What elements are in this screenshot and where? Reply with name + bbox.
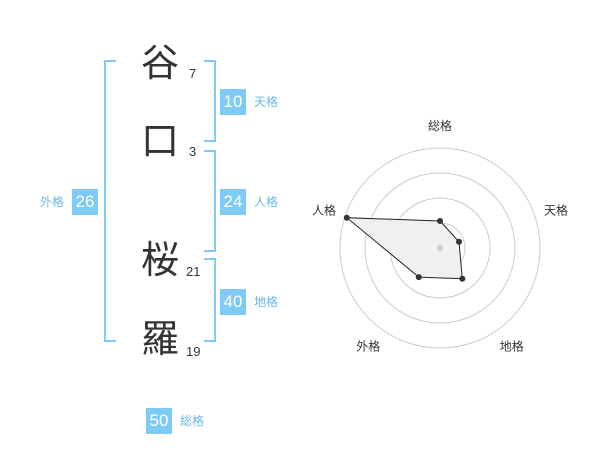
jinkaku-label: 人格 bbox=[254, 195, 279, 209]
name-char-3: 桜 bbox=[141, 238, 180, 282]
stroke-count-3: 21 bbox=[186, 264, 201, 279]
gaikaku-value: 26 bbox=[72, 189, 98, 215]
stroke-count-4: 19 bbox=[186, 344, 201, 359]
radar-axis-label-3: 地格 bbox=[500, 339, 524, 354]
soukaku-label: 総格 bbox=[180, 414, 205, 428]
radar-axis-label-5: 人格 bbox=[312, 202, 336, 217]
radar-point-4 bbox=[415, 274, 422, 281]
tenkaku-label: 天格 bbox=[254, 95, 279, 109]
radar-ring-3 bbox=[364, 172, 516, 324]
radar-center-dot bbox=[437, 245, 443, 251]
chikaku-value: 40 bbox=[220, 289, 246, 315]
radar-point-2 bbox=[456, 238, 462, 245]
jinkaku-value: 24 bbox=[220, 189, 246, 215]
chikaku-bracket bbox=[204, 258, 216, 342]
radar-points bbox=[343, 214, 466, 282]
radar-ring-4 bbox=[339, 147, 541, 349]
name-char-1: 谷 bbox=[141, 41, 180, 85]
name-char-4: 羅 bbox=[141, 317, 180, 361]
gaikaku-label: 外格 bbox=[40, 195, 65, 209]
gaikaku-bracket bbox=[104, 60, 116, 342]
chikaku-label: 地格 bbox=[254, 295, 279, 309]
stroke-count-1: 7 bbox=[189, 66, 197, 81]
soukaku-value: 50 bbox=[146, 408, 172, 434]
radar-axis-label-4: 外格 bbox=[356, 339, 380, 354]
stroke-count-2: 3 bbox=[189, 144, 197, 159]
radar-point-1 bbox=[437, 218, 443, 224]
tenkaku-bracket bbox=[204, 60, 216, 142]
radar-point-3 bbox=[459, 275, 466, 282]
radar-axis-label-1: 総格 bbox=[428, 118, 452, 133]
radar-polygon bbox=[345, 217, 463, 280]
radar-axis-label-2: 天格 bbox=[544, 202, 568, 217]
jinkaku-bracket bbox=[204, 150, 216, 252]
radar-point-5 bbox=[343, 214, 350, 221]
name-char-2: 口 bbox=[141, 119, 180, 163]
tenkaku-value: 10 bbox=[220, 89, 246, 115]
